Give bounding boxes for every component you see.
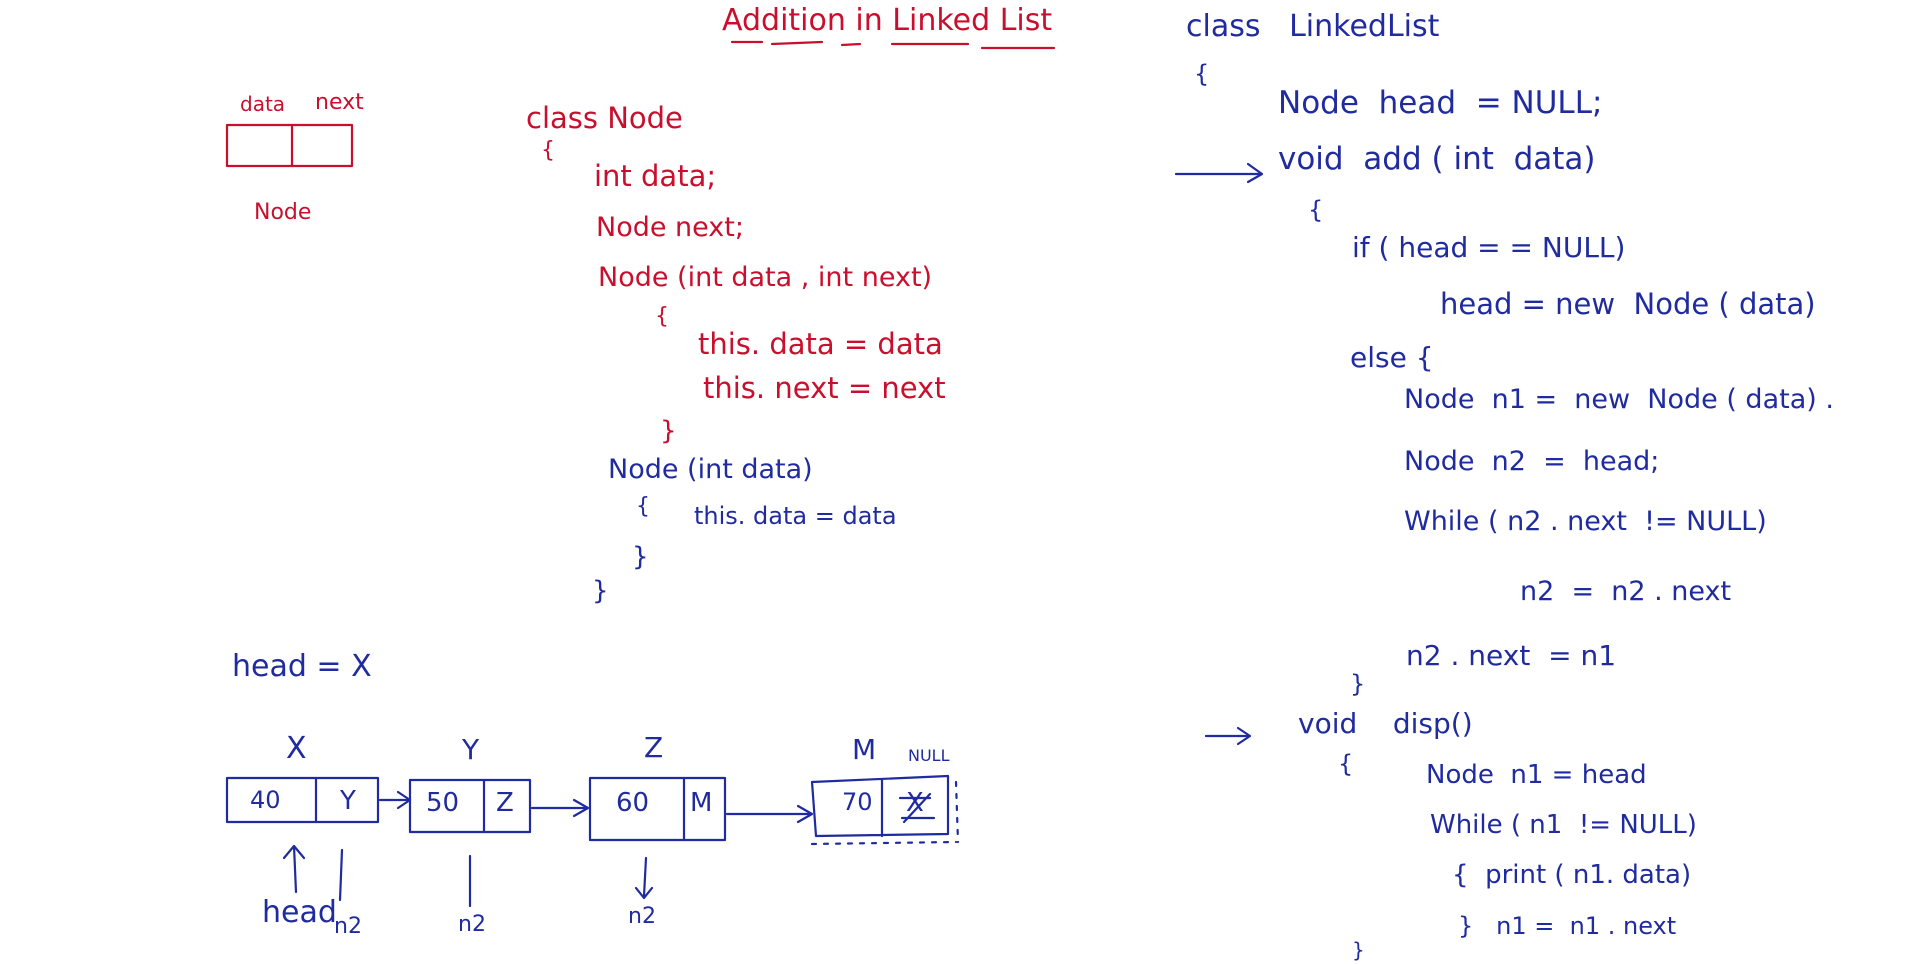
- code-line: {: [636, 494, 650, 519]
- code-line: }: [1350, 670, 1366, 698]
- link-x-y: [378, 790, 412, 810]
- node-next-crossed: X: [906, 788, 924, 818]
- node-next: Z: [496, 788, 514, 818]
- node-data-label: data: [240, 92, 286, 116]
- code-line: {: [1338, 750, 1354, 778]
- arrow-add: [1174, 162, 1264, 184]
- code-line: Node head = NULL;: [1278, 85, 1603, 121]
- code-line: else {: [1350, 341, 1434, 374]
- code-line: class Node: [526, 101, 683, 135]
- code-line: {: [1194, 60, 1210, 88]
- head-assignment: head = X: [232, 649, 372, 684]
- code-line: this. next = next: [703, 371, 946, 405]
- code-line: }: [592, 576, 609, 606]
- node-address: Y: [462, 733, 480, 766]
- code-line: Node n1 = new Node ( data) .: [1404, 384, 1834, 415]
- code-line: class LinkedList: [1186, 9, 1440, 44]
- n2-pointer-label: n2: [334, 914, 362, 939]
- n2-pointer-label: n2: [458, 912, 486, 937]
- code-line: Node n1 = head: [1426, 760, 1647, 790]
- node-data: 60: [616, 788, 650, 818]
- code-line: Node (int data , int next): [598, 262, 933, 293]
- code-line: Node n2 = head;: [1404, 446, 1660, 477]
- node-box-z: [588, 776, 727, 842]
- code-line: While ( n1 != NULL): [1430, 810, 1697, 840]
- node-box-m-dotted: [810, 780, 960, 846]
- node-data: 50: [426, 788, 460, 818]
- node-box-y: [408, 778, 532, 834]
- n2-stick-c: [634, 856, 654, 900]
- head-arrow: [282, 844, 306, 894]
- node-next: M: [690, 788, 713, 818]
- code-line: }: [1352, 938, 1365, 962]
- n2-pointer-label: n2: [628, 904, 656, 929]
- node-address: M: [852, 733, 877, 766]
- code-line: }: [632, 542, 649, 572]
- node-box-m: [810, 774, 950, 838]
- code-line: void add ( int data): [1278, 141, 1596, 177]
- code-line: {: [655, 304, 669, 329]
- node-data: 40: [250, 786, 281, 814]
- n2-stick-a: [338, 848, 344, 902]
- code-line: Node (int data): [608, 454, 813, 485]
- node-next-label: next: [315, 90, 364, 115]
- next-cross-out: [898, 792, 936, 824]
- link-y-z: [530, 798, 590, 818]
- node-box: [225, 123, 354, 168]
- node-box-x: [225, 776, 380, 824]
- code-line: n2 . next = n1: [1406, 639, 1617, 672]
- null-label: NULL: [908, 746, 950, 765]
- title-underline: [730, 40, 1056, 50]
- code-line: this. data = data: [698, 327, 943, 361]
- code-line: int data;: [594, 159, 717, 193]
- code-line: Node next;: [596, 212, 744, 243]
- code-line: }: [660, 416, 677, 446]
- code-line: void disp(): [1298, 707, 1473, 740]
- node-address: Z: [644, 731, 664, 764]
- node-data: 70: [842, 788, 873, 816]
- page-title: Addition in Linked List: [722, 3, 1053, 38]
- code-line: n2 = n2 . next: [1520, 576, 1732, 607]
- code-line: {: [1308, 196, 1324, 224]
- code-line: While ( n2 . next != NULL): [1404, 506, 1767, 537]
- code-line: {: [541, 138, 555, 163]
- code-line: } n1 = n1 . next: [1458, 912, 1677, 940]
- node-address: X: [286, 731, 307, 766]
- head-pointer-label: head: [262, 895, 337, 930]
- node-caption: Node: [254, 200, 312, 225]
- code-line: { print ( n1. data): [1452, 860, 1692, 890]
- code-line: head = new Node ( data): [1440, 287, 1816, 321]
- node-next: Y: [340, 786, 356, 816]
- link-z-m: [725, 804, 814, 824]
- code-line: if ( head = = NULL): [1352, 231, 1626, 264]
- arrow-disp: [1204, 726, 1252, 746]
- code-line: this. data = data: [694, 502, 897, 530]
